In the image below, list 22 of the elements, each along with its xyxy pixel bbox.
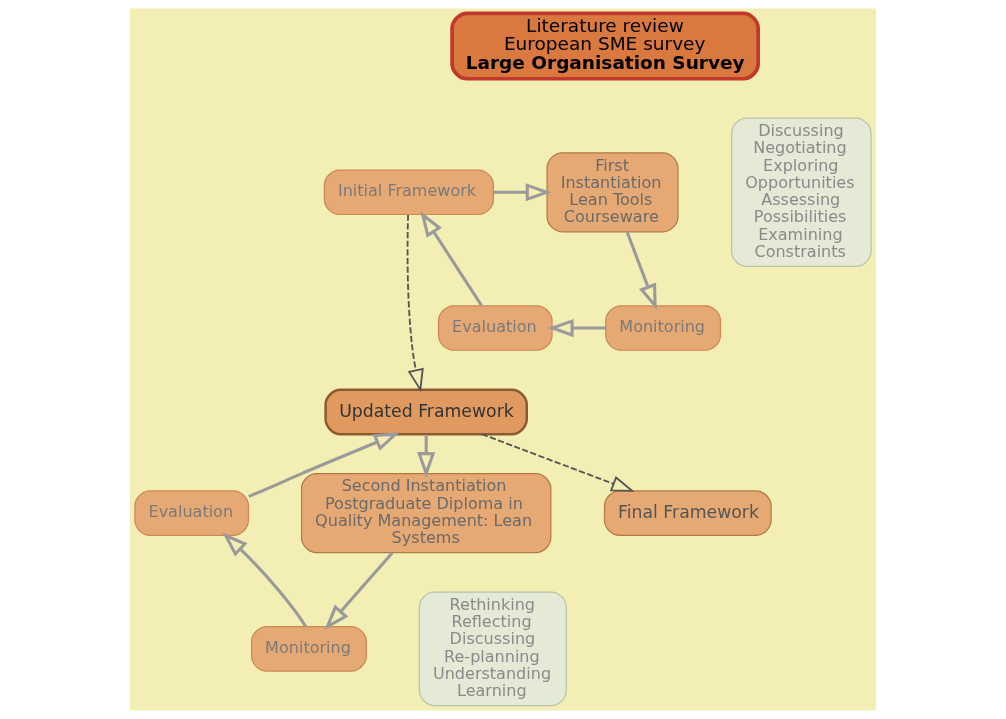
arrow <box>481 433 635 492</box>
node-box: Literature review European SME survey Large Organisation Survey <box>450 11 760 81</box>
arrow <box>417 434 436 479</box>
node-box: Evaluation <box>134 490 250 536</box>
arrow <box>547 318 606 338</box>
arrow <box>248 432 400 498</box>
arrow <box>324 551 394 631</box>
node-box: Evaluation <box>437 305 553 351</box>
node-box: Initial Framework <box>323 169 495 216</box>
arrow <box>625 231 657 311</box>
node-box: First Instantiation Lean Tools Courseware <box>546 152 679 233</box>
arrow <box>493 183 552 202</box>
node-box: Monitoring <box>605 305 722 351</box>
node-box: Monitoring <box>250 626 367 672</box>
arrow <box>406 213 424 393</box>
node-box: Updated Framework <box>324 388 528 436</box>
node-box: Discussing Negotiating Exploring Opportunities Assessing Possibilities Examining Constraints <box>731 117 872 267</box>
arrow <box>222 532 308 628</box>
node-box: Rethinking Reflecting Discussing Re-planning Understanding Learning <box>418 591 567 707</box>
node-box: Second Instantiation Postgraduate Diploma in Quality Management: Lean Systems <box>300 473 552 554</box>
node-box: Final Framework <box>603 490 772 536</box>
arrow <box>420 211 483 307</box>
